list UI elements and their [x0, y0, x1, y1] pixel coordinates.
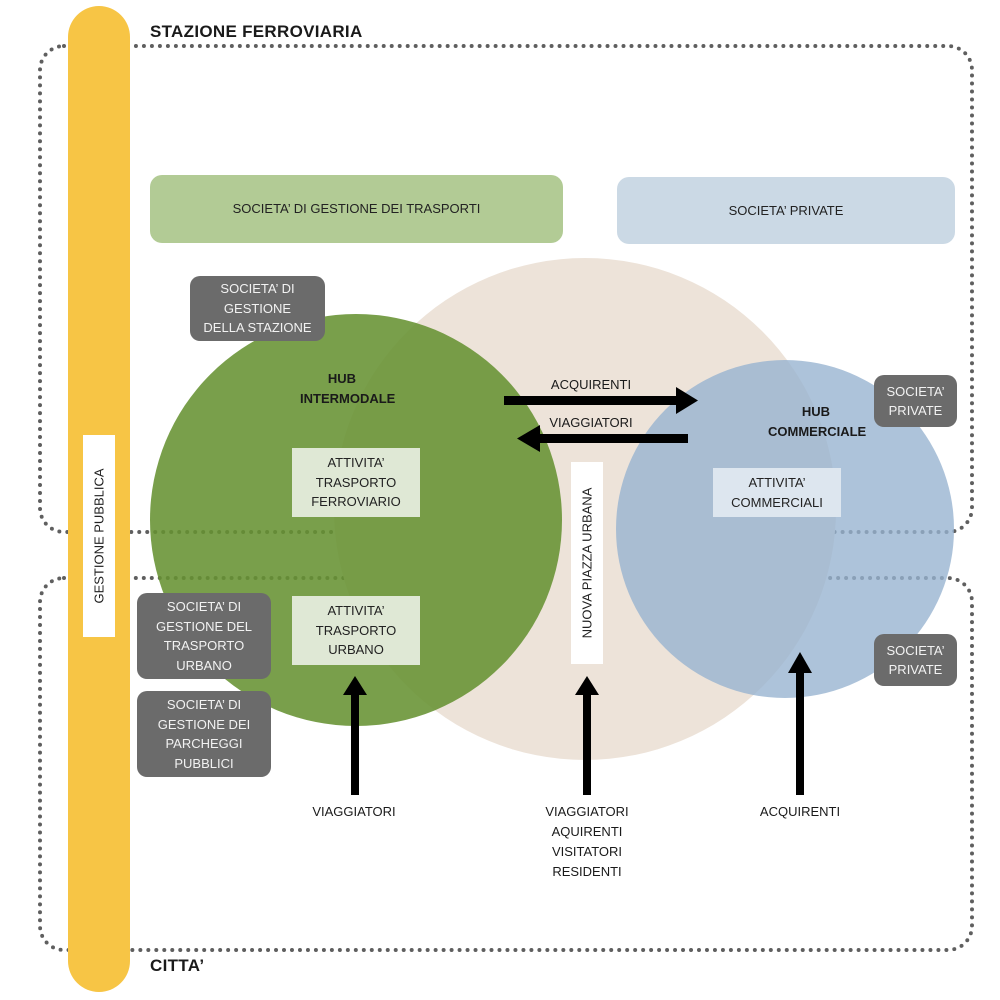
flow-label-buyers-right: ACQUIRENTI: [550, 377, 632, 392]
commercial-activity-box: ATTIVITA’ COMMERCIALI: [713, 468, 841, 517]
public-management-label-box: GESTIONE PUBBLICA: [83, 435, 115, 637]
flow-label-travellers-bottom: VIAGGIATORI: [312, 804, 396, 819]
commercial-hub-title: HUB COMMERCIALE: [768, 404, 867, 440]
flow-label-travellers-left: VIAGGIATORI: [549, 415, 633, 430]
urban-activity-box: ATTIVITA’ TRASPORTO URBANO: [292, 596, 420, 665]
parking-management-box: SOCIETA’ DI GESTIONE DEI PARCHEGGI PUBBL…: [137, 691, 271, 777]
flow-label-plaza-users: VIAGGIATORI AQUIRENTI VISITATORI RESIDEN…: [545, 804, 629, 880]
urban-transport-management-box: SOCIETA’ DI GESTIONE DEL TRASPORTO URBAN…: [137, 593, 271, 679]
intermodal-hub-title: HUB INTERMODALE: [300, 371, 396, 407]
station-title: STAZIONE FERROVIARIA: [150, 22, 363, 41]
arrow-up-center: [575, 676, 599, 795]
city-title: CITTA’: [150, 956, 205, 975]
flow-label-buyers-bottom: ACQUIRENTI: [759, 804, 841, 819]
private-companies-top-box: SOCIETA’ PRIVATE: [874, 375, 957, 427]
urban-plaza-label-box: NUOVA PIAZZA URBANA: [571, 462, 603, 664]
station-management-box: SOCIETA’ DI GESTIONE DELLA STAZIONE: [190, 276, 325, 341]
private-companies-bottom-box: SOCIETA’ PRIVATE: [874, 634, 957, 686]
private-companies-box: SOCIETA’ PRIVATE: [617, 177, 955, 244]
arrow-up-right: [788, 652, 812, 795]
arrow-left: [517, 425, 688, 452]
arrow-up-left: [343, 676, 367, 795]
rail-activity-box: ATTIVITA’ TRASPORTO FERROVIARIO: [292, 448, 420, 517]
transport-management-box: SOCIETA’ DI GESTIONE DEI TRASPORTI: [150, 175, 563, 243]
arrow-right: [504, 387, 698, 414]
